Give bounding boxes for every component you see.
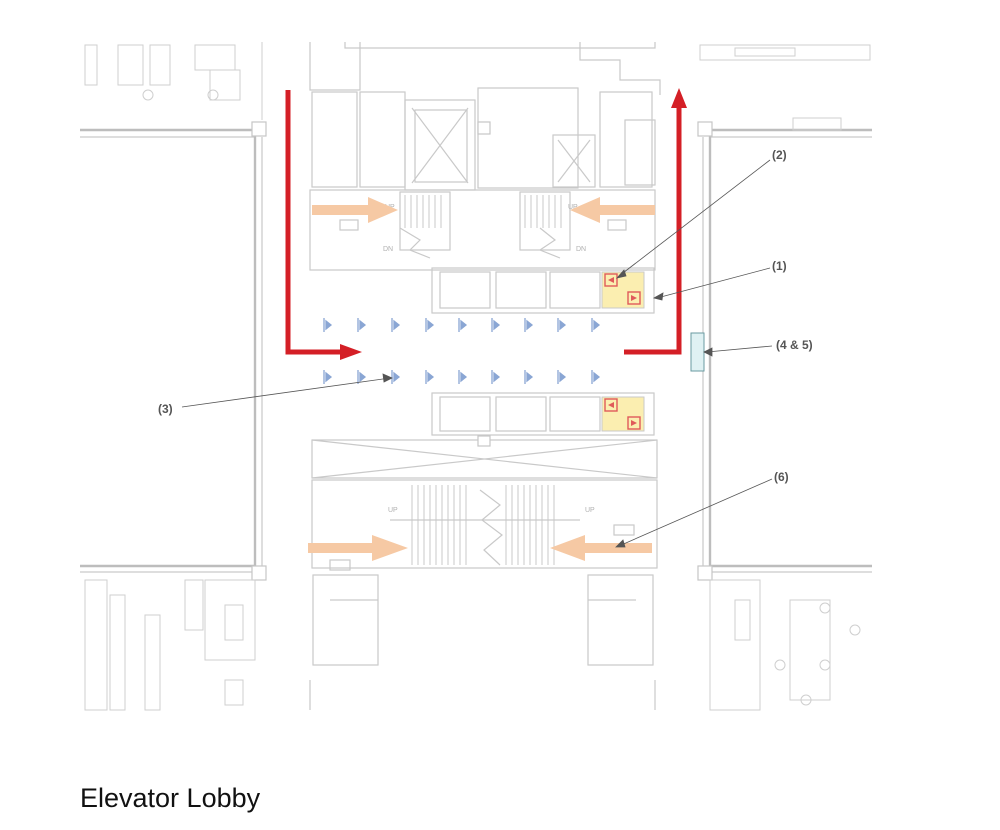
sprinkler-icon <box>557 370 567 384</box>
stair-up-label: UP <box>388 507 398 514</box>
elevator-highlight-bottom <box>601 396 645 432</box>
stair-direction-arrows <box>308 197 655 561</box>
sprinkler-icon <box>391 318 401 332</box>
sprinkler-icon <box>425 318 435 332</box>
callout-leaders <box>181 159 773 548</box>
sprinkler-icon <box>491 318 501 332</box>
sprinkler-icon <box>458 318 468 332</box>
stair-arrow-upper-left <box>312 197 398 223</box>
egress-path-arrows <box>285 88 687 360</box>
highlighted-elevators <box>601 271 645 432</box>
sprinkler-icon <box>591 318 601 332</box>
callout-4-and-5: (4 & 5) <box>776 338 813 352</box>
callout-3: (3) <box>158 402 173 416</box>
page-title: Elevator Lobby <box>80 783 261 813</box>
sprinkler-symbols <box>323 318 601 384</box>
sprinkler-icon <box>425 370 435 384</box>
egress-arrow-left <box>285 90 342 355</box>
sprinkler-icon <box>357 318 367 332</box>
stair-dn-label: DN <box>383 246 393 253</box>
egress-arrow-right <box>624 106 682 355</box>
sprinkler-icon <box>524 318 534 332</box>
sprinkler-icon <box>323 370 333 384</box>
sprinkler-icon <box>557 318 567 332</box>
stair-arrow-lower-right <box>550 535 652 561</box>
sprinkler-icon <box>323 318 333 332</box>
sprinkler-icon <box>391 370 401 384</box>
upper-core: UP UP DN DN <box>309 42 661 314</box>
stair-up-label: UP <box>585 507 595 514</box>
wall-panel <box>690 332 705 372</box>
stair-up-label: UP <box>568 204 578 211</box>
sprinkler-icon <box>591 370 601 384</box>
sprinkler-icon <box>524 370 534 384</box>
arrow-head-icon <box>340 344 362 360</box>
sprinkler-icon <box>491 370 501 384</box>
elevator-call-button-icon <box>604 398 618 412</box>
office-furniture <box>84 42 871 711</box>
stair-arrow-lower-left <box>308 535 408 561</box>
arrow-head-icon <box>671 88 687 108</box>
callout-1: (1) <box>772 259 787 273</box>
building-walls <box>80 121 872 581</box>
elevator-highlight-top <box>601 271 645 309</box>
elevator-call-button-icon <box>604 273 618 287</box>
elevator-call-button-icon <box>627 291 641 305</box>
stair-dn-label: DN <box>576 246 586 253</box>
lower-core: UP UP DN DN <box>309 392 658 710</box>
elevator-call-button-icon <box>627 416 641 430</box>
sprinkler-icon <box>357 370 367 384</box>
stair-arrow-upper-right <box>570 197 655 223</box>
sprinkler-icon <box>458 370 468 384</box>
callout-2: (2) <box>772 148 787 162</box>
callout-6: (6) <box>774 470 789 484</box>
